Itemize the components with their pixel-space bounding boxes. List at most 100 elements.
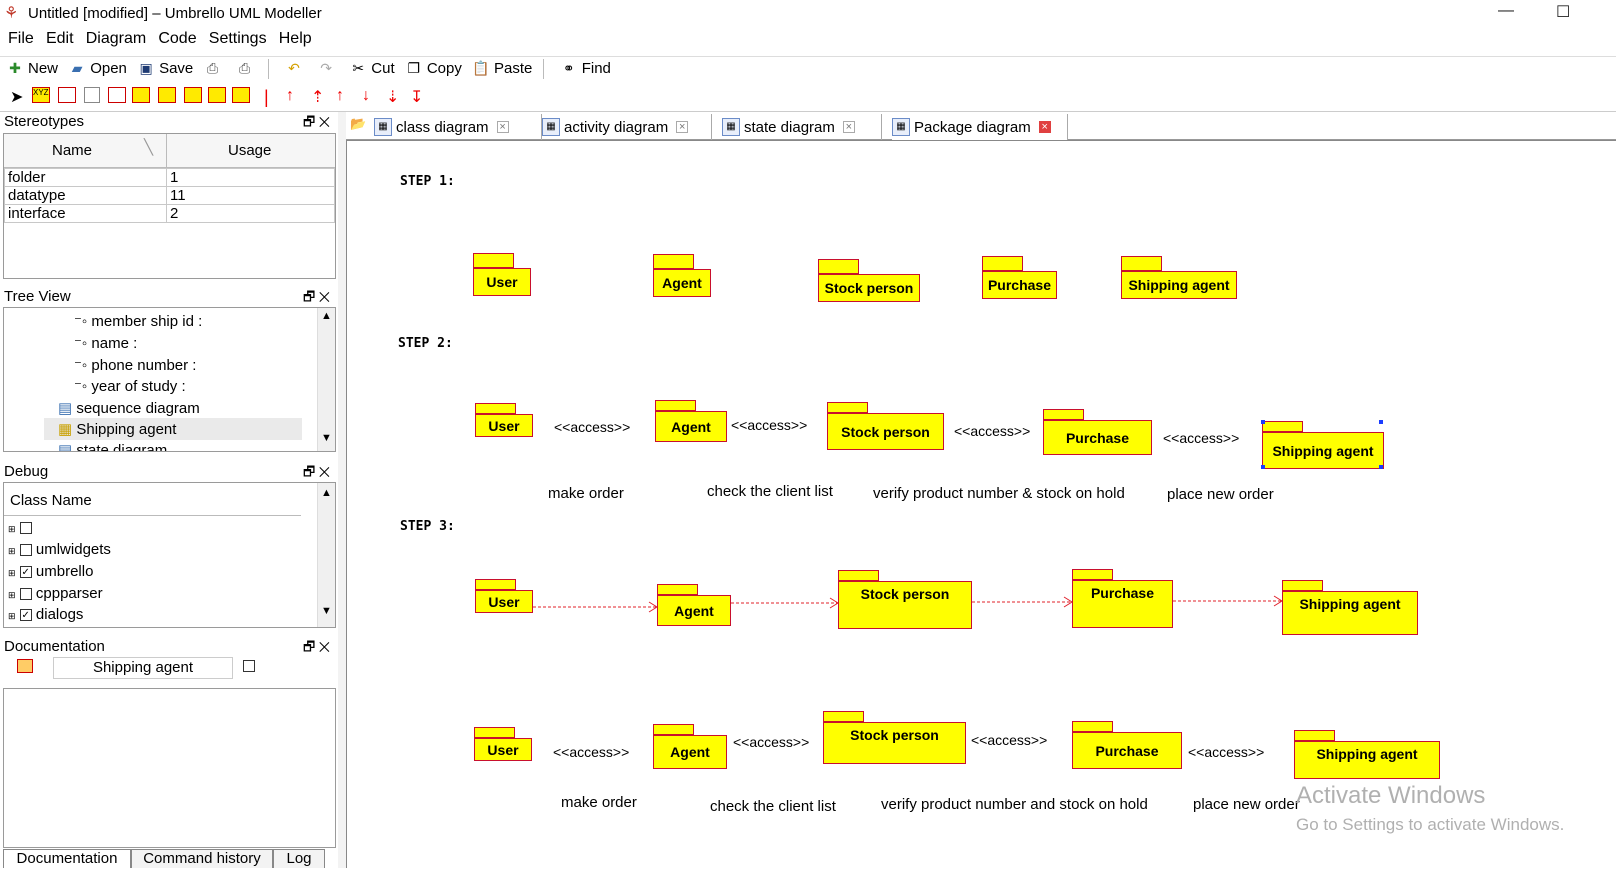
tab-command-history[interactable]: Command history bbox=[131, 849, 273, 868]
dock-float-close-icon[interactable]: 🗗 ✕ bbox=[302, 114, 330, 129]
tree-item-attribute[interactable]: ⁻◦ year of study : bbox=[74, 378, 186, 395]
tree-item-attribute[interactable]: ⁻◦ name : bbox=[74, 335, 138, 352]
tree-item-attribute[interactable]: ⁻◦ member ship id : bbox=[74, 313, 203, 330]
package-tool-icon[interactable] bbox=[58, 87, 76, 103]
expand-icon[interactable]: ⊞ bbox=[8, 568, 16, 578]
menu-file[interactable]: File bbox=[8, 30, 34, 47]
scroll-down-icon[interactable]: ▼ bbox=[321, 605, 332, 617]
checkbox[interactable] bbox=[19, 522, 32, 535]
note-tool-icon[interactable] bbox=[84, 87, 100, 103]
open-button[interactable]: ▰Open bbox=[68, 57, 127, 79]
close-tab-icon[interactable]: × bbox=[676, 121, 689, 133]
tab-package-diagram[interactable]: ▦Package diagram× bbox=[892, 114, 1068, 140]
save-button[interactable]: ▣Save bbox=[137, 57, 193, 79]
copy-button[interactable]: ❐Copy bbox=[405, 57, 462, 79]
window-title: Untitled [modified] – Umbrello UML Model… bbox=[28, 5, 322, 22]
tab-activity-diagram[interactable]: ▦activity diagram× bbox=[542, 114, 712, 140]
selection-handle[interactable] bbox=[1379, 420, 1383, 424]
tree-scrollbar[interactable]: ▲ ▼ bbox=[317, 308, 335, 451]
dock-float-close-icon[interactable]: 🗗 ✕ bbox=[302, 639, 330, 654]
diagram-canvas[interactable]: STEP 1: STEP 2: STEP 3: User Agent Stock… bbox=[346, 140, 1616, 868]
tree-item-attribute[interactable]: ⁻◦ phone number : bbox=[74, 357, 197, 374]
menu-diagram[interactable]: Diagram bbox=[85, 30, 147, 47]
copy-icon: ❐ bbox=[407, 60, 421, 76]
tab-documentation[interactable]: Documentation bbox=[3, 849, 131, 868]
composition-tool-icon[interactable]: ⇣ bbox=[386, 89, 400, 106]
tab-state-diagram[interactable]: ▦state diagram× bbox=[722, 114, 882, 140]
menu-edit[interactable]: Edit bbox=[45, 30, 74, 47]
entity-tool-icon[interactable] bbox=[232, 87, 250, 103]
debug-scrollbar[interactable]: ▲ ▼ bbox=[317, 483, 335, 627]
dock-float-close-icon[interactable]: 🗗 ✕ bbox=[302, 289, 330, 304]
new-button[interactable]: ✚New bbox=[6, 57, 58, 79]
selection-handle[interactable] bbox=[1261, 420, 1265, 424]
containment-tool-icon[interactable]: ↧ bbox=[410, 89, 424, 106]
box-tool-icon[interactable] bbox=[108, 87, 126, 103]
checkbox[interactable] bbox=[19, 588, 32, 601]
paste-button[interactable]: 📋Paste bbox=[472, 59, 533, 77]
access-label: <<access>> bbox=[731, 417, 808, 433]
enum-tool-icon[interactable] bbox=[208, 87, 226, 103]
print-button[interactable]: ⎙ bbox=[203, 57, 225, 79]
tree-item-diagram[interactable]: ▤ sequence diagram bbox=[58, 400, 200, 417]
debug-item[interactable]: ⊞ umlwidgets bbox=[8, 541, 111, 558]
interface-tool-icon[interactable] bbox=[158, 87, 176, 103]
expand-icon[interactable]: ⊞ bbox=[8, 590, 16, 600]
class-tool-icon[interactable] bbox=[132, 87, 150, 103]
redo-button[interactable]: ↷ bbox=[317, 57, 339, 79]
column-header-usage[interactable]: Usage bbox=[228, 142, 272, 159]
checkbox-checked[interactable]: ✓ bbox=[19, 609, 32, 622]
expand-icon[interactable]: ⊞ bbox=[8, 524, 16, 534]
print-preview-button[interactable]: ⎙ bbox=[236, 57, 258, 79]
selection-handle[interactable] bbox=[1379, 465, 1383, 469]
tree-item-diagram[interactable]: ▤ state diagram bbox=[58, 441, 167, 451]
dock-float-close-icon[interactable]: 🗗 ✕ bbox=[302, 464, 330, 479]
cut-button[interactable]: ✂Cut bbox=[349, 57, 394, 79]
select-arrow-icon[interactable]: ➤ bbox=[10, 89, 24, 106]
close-tab-icon[interactable]: × bbox=[496, 121, 509, 133]
minimize-button[interactable]: — bbox=[1498, 2, 1514, 19]
panel-splitter[interactable] bbox=[338, 112, 346, 868]
checkbox-checked[interactable]: ✓ bbox=[19, 566, 32, 579]
debug-item[interactable]: ⊞ bbox=[8, 519, 32, 536]
close-tab-icon[interactable]: × bbox=[842, 121, 855, 133]
text-widget-icon[interactable]: XYZ bbox=[32, 87, 50, 103]
realization-tool-icon[interactable]: ↑ bbox=[336, 87, 344, 104]
aggregation-tool-icon[interactable]: ↓ bbox=[362, 87, 370, 104]
menu-code[interactable]: Code bbox=[158, 30, 197, 47]
tab-log[interactable]: Log bbox=[273, 849, 325, 868]
expand-icon[interactable]: ⊞ bbox=[8, 611, 16, 621]
find-button[interactable]: ⚭Find bbox=[560, 57, 611, 79]
undo-button[interactable]: ↶ bbox=[285, 57, 307, 79]
documentation-checkbox[interactable] bbox=[243, 660, 255, 672]
generalization-tool-icon[interactable]: ↑ bbox=[286, 87, 294, 104]
association-tool-icon[interactable]: | bbox=[264, 87, 269, 107]
close-tab-icon[interactable]: × bbox=[1038, 121, 1051, 133]
checkbox[interactable] bbox=[19, 544, 32, 557]
package-icon: ▦ bbox=[58, 421, 77, 438]
expand-icon[interactable]: ⊞ bbox=[8, 546, 16, 556]
scroll-up-icon[interactable]: ▲ bbox=[321, 487, 332, 499]
maximize-button[interactable]: ☐ bbox=[1556, 4, 1571, 21]
new-tab-icon[interactable]: 📂 bbox=[350, 116, 367, 131]
selection-handle[interactable] bbox=[1261, 465, 1265, 469]
dependency-tool-icon[interactable]: ⇡ bbox=[311, 89, 325, 106]
documentation-object-name[interactable]: Shipping agent bbox=[53, 657, 233, 679]
datatype-tool-icon[interactable] bbox=[184, 87, 202, 103]
documentation-textarea[interactable] bbox=[3, 688, 336, 848]
tree-item-package[interactable]: ▦ Shipping agent bbox=[58, 421, 177, 438]
debug-item[interactable]: ⊞ cppparser bbox=[8, 585, 103, 602]
tab-class-diagram[interactable]: ▦class diagram× bbox=[374, 114, 542, 140]
scroll-up-icon[interactable]: ▲ bbox=[321, 310, 332, 322]
menu-help[interactable]: Help bbox=[278, 30, 312, 47]
scroll-down-icon[interactable]: ▼ bbox=[321, 432, 332, 444]
debug-item[interactable]: ⊞ ✓ dialogs bbox=[8, 606, 84, 623]
menu-settings[interactable]: Settings bbox=[208, 30, 267, 47]
debug-item[interactable]: ⊞ ✓ umbrello bbox=[8, 563, 94, 580]
column-header-name[interactable]: Name bbox=[52, 142, 93, 159]
column-header-class-name[interactable]: Class Name bbox=[10, 492, 92, 509]
treeview-dock-header: Tree View 🗗 ✕ bbox=[0, 287, 338, 307]
